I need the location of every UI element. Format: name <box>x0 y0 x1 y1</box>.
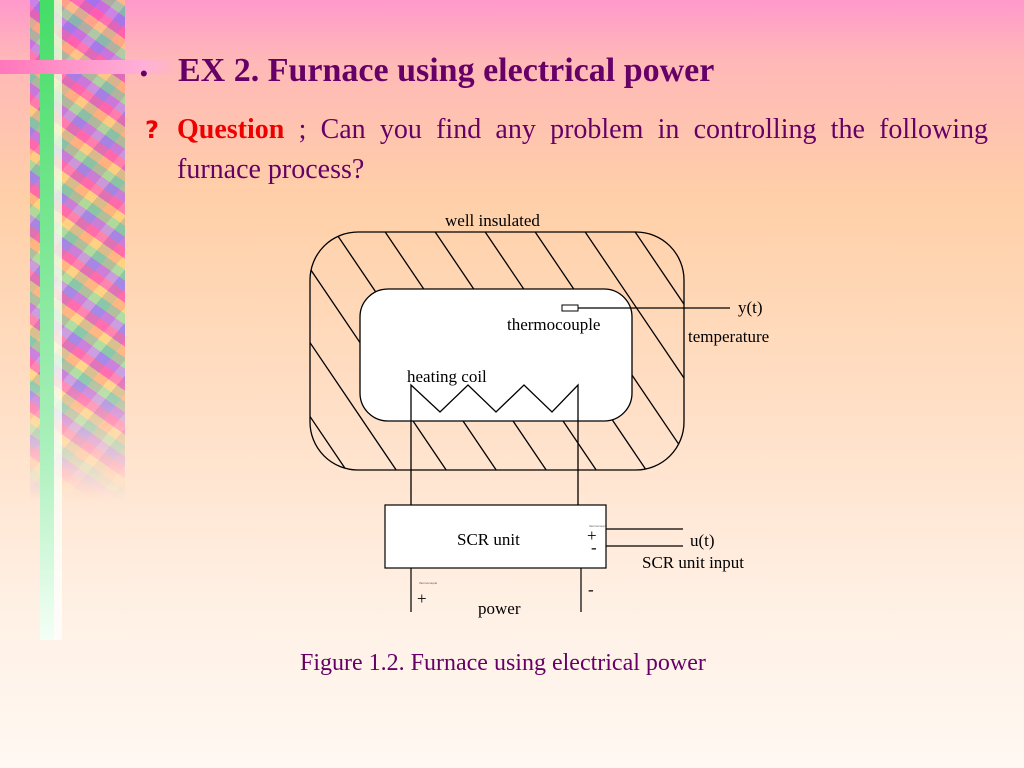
question-block: ? Question ; Can you find any problem in… <box>145 110 988 190</box>
thermocouple-sensor <box>561 304 579 312</box>
question-mark-icon: ? <box>145 116 159 144</box>
power-minus-sign: - <box>588 580 594 599</box>
figure-caption: Figure 1.2. Furnace using electrical pow… <box>300 650 706 676</box>
furnace-outer-wall <box>309 231 685 471</box>
furnace-chamber <box>359 288 633 422</box>
scr-minus-sign: - <box>591 538 597 557</box>
scr-unit-box <box>384 504 607 569</box>
heating-coil-label: heating coil <box>407 367 487 386</box>
power-plus-sign: + <box>417 589 427 608</box>
slide-title: EX 2. Furnace using electrical power <box>178 52 715 89</box>
title-line: • EX 2. Furnace using electrical power <box>140 52 714 90</box>
question-label: Question <box>177 114 285 145</box>
power-tiny-text: thermocouple <box>419 581 438 585</box>
heating-coil <box>410 383 579 505</box>
decorative-pale-bar <box>54 0 62 640</box>
thermocouple-label: thermocouple <box>507 315 600 334</box>
power-label: power <box>478 599 521 618</box>
bullet-icon: • <box>140 61 148 86</box>
scr-input-label: SCR unit input <box>642 553 744 572</box>
scr-unit-label: SCR unit <box>457 530 520 549</box>
scr-tiny-text: thermocouple <box>589 524 608 528</box>
scr-plus-sign: + <box>587 526 597 545</box>
well-insulated-label: well insulated <box>445 211 540 230</box>
output-signal-label: y(t) <box>738 298 763 317</box>
input-signal-label: u(t) <box>690 531 715 550</box>
decorative-green-bar <box>40 0 54 640</box>
temperature-label: temperature <box>688 327 769 346</box>
decorative-pink-bar <box>0 60 180 74</box>
question-body: ; Can you find any problem in controllin… <box>177 114 988 185</box>
question-text: Question ; Can you find any problem in c… <box>177 110 988 190</box>
